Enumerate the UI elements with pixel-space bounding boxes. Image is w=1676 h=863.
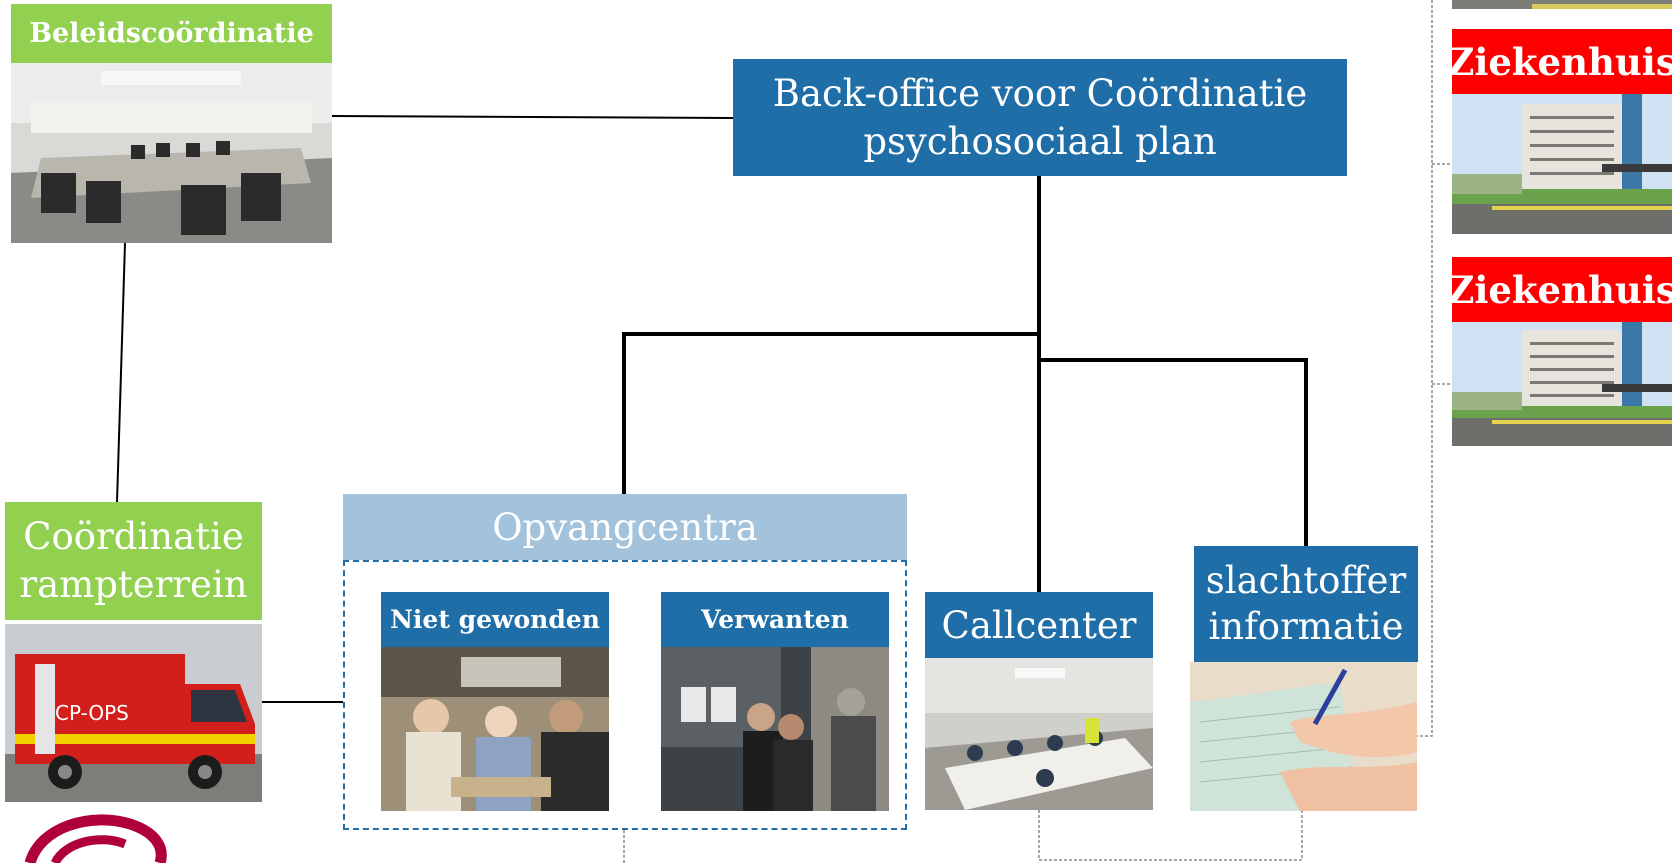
dashed-line-callcenter-slachtoffer	[1038, 810, 1303, 861]
ziekenhuis-label-1: Ziekenhuis	[1447, 29, 1676, 94]
beleid-label: Beleidscoördinatie	[11, 4, 332, 63]
niet-gewonden-text: Niet gewonden	[390, 605, 600, 634]
verwanten-photo	[661, 647, 889, 811]
callcenter-text: Callcenter	[941, 603, 1137, 647]
line-trunk-opvang	[622, 332, 1039, 494]
opvang-container	[343, 560, 907, 830]
rampterrein-box: Coördinatie rampterrein	[5, 502, 262, 620]
logo	[20, 812, 170, 863]
callcenter-photo	[925, 658, 1153, 810]
ziekenhuis-label-2: Ziekenhuis	[1447, 257, 1676, 322]
line-beleid-backoffice	[331, 115, 734, 119]
ziekenhuis-text-2: Ziekenhuis	[1447, 267, 1676, 312]
niet-gewonden-label: Niet gewonden	[381, 592, 609, 647]
meeting-room-photo	[11, 63, 332, 243]
rampterrein-line1: Coördinatie	[23, 515, 244, 558]
fire-truck-photo: CP-OPS	[5, 624, 262, 802]
slachtoffer-line2: informatie	[1208, 605, 1404, 648]
hospital-photo-1	[1452, 94, 1672, 234]
backoffice-box: Back-office voor Coördinatie psychosocia…	[733, 59, 1347, 176]
callcenter-label: Callcenter	[925, 592, 1153, 658]
ziekenhuis-text-1: Ziekenhuis	[1447, 39, 1676, 84]
hospital-photo-top	[1452, 0, 1672, 9]
line-beleid-rampterrein	[116, 242, 126, 503]
line-trunk-slachtoffer	[1039, 358, 1308, 546]
opvang-title-text: Opvangcentra	[492, 505, 758, 549]
slachtoffer-line1: slachtoffer	[1205, 559, 1407, 602]
hospital-photo-2	[1452, 322, 1672, 446]
verwanten-text: Verwanten	[701, 605, 849, 634]
slachtoffer-label: slachtoffer informatie	[1194, 546, 1418, 662]
verwanten-label: Verwanten	[661, 592, 889, 647]
rampterrein-line2: rampterrein	[19, 563, 248, 606]
beleid-label-text: Beleidscoördinatie	[29, 18, 314, 49]
backoffice-title-line1: Back-office voor Coördinatie	[772, 71, 1308, 115]
truck-text: CP-OPS	[55, 701, 129, 725]
niet-gewonden-photo	[381, 647, 609, 811]
opvang-title: Opvangcentra	[343, 494, 907, 560]
writing-hand-photo	[1190, 662, 1417, 811]
dashed-line-ziekenhuis	[1417, 0, 1433, 737]
backoffice-title-line2: psychosociaal plan	[863, 119, 1217, 163]
